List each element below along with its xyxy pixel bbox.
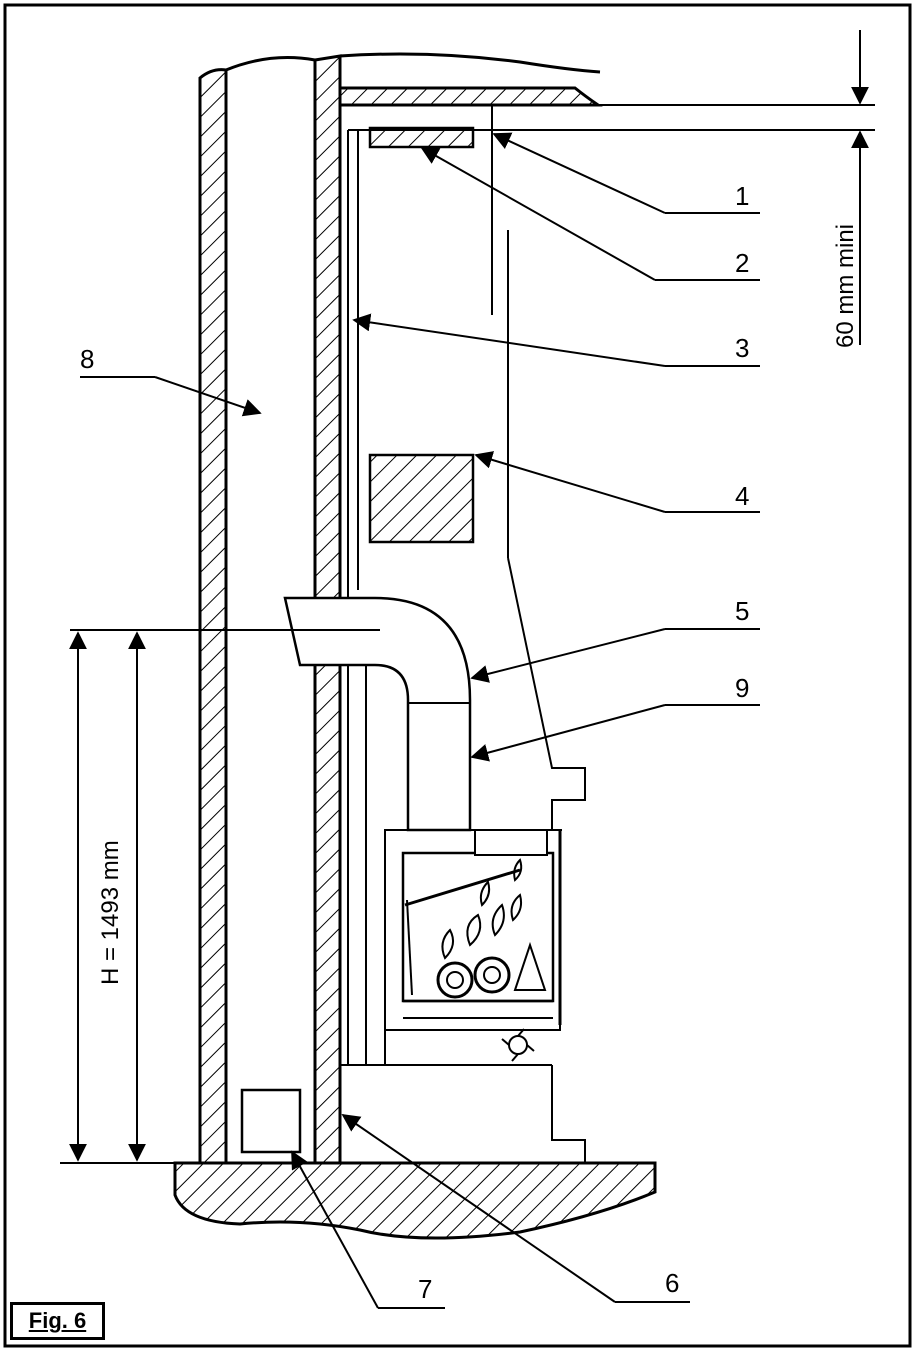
callout-2: 2 [420,147,760,281]
firebox-left-plate [406,899,413,996]
log-1 [436,961,474,999]
svg-text:2: 2 [735,248,749,278]
log-3 [513,941,547,991]
fireplace-base-front [551,1065,586,1163]
page-frame [3,3,912,1348]
floor-slab [173,1161,657,1240]
baffle-plate [404,868,521,907]
flame-2 [466,913,482,947]
svg-text:7: 7 [418,1274,432,1304]
ceiling-top-edge [339,52,601,74]
callout-7: 7 [291,1150,445,1309]
callout-5: 5 [470,596,760,683]
log-1-core [446,971,464,989]
clearance-dim-text: 60 mm mini [832,224,859,348]
svg-text:1: 1 [735,181,749,211]
chimney-top [225,56,316,72]
log-2 [473,956,511,994]
flame-6 [513,858,523,882]
chimney-left-wall [198,68,228,1165]
callout-1: 1 [492,132,760,214]
callout-8: 8 [80,344,262,417]
svg-text:5: 5 [735,596,749,626]
log-2-core [483,966,501,984]
air-inlet-box [240,1088,302,1154]
flame-1 [441,928,455,960]
flue-collar [474,829,548,856]
top-vent-grille [368,126,475,149]
flame-3 [491,903,505,937]
svg-text:4: 4 [735,481,749,511]
svg-text:6: 6 [665,1268,679,1298]
svg-text:9: 9 [735,673,749,703]
flame-5 [479,880,491,907]
callout-3: 3 [352,313,760,367]
svg-text:3: 3 [735,333,749,363]
flame-4 [510,893,523,922]
fan-icon [501,1028,535,1062]
svg-text:8: 8 [80,344,94,374]
callout-6: 6 [341,1113,690,1303]
hood-front-face [507,557,586,830]
figure-label: Fig. 6 [10,1302,105,1340]
firebox-opening [401,851,555,1003]
height-dim-text: H = 1493 mm [97,840,124,985]
callout-4: 4 [474,451,760,513]
callout-9: 9 [470,673,760,762]
middle-vent-grille [368,453,475,544]
ceiling-slab [338,86,603,107]
flue-pipe [283,596,472,832]
